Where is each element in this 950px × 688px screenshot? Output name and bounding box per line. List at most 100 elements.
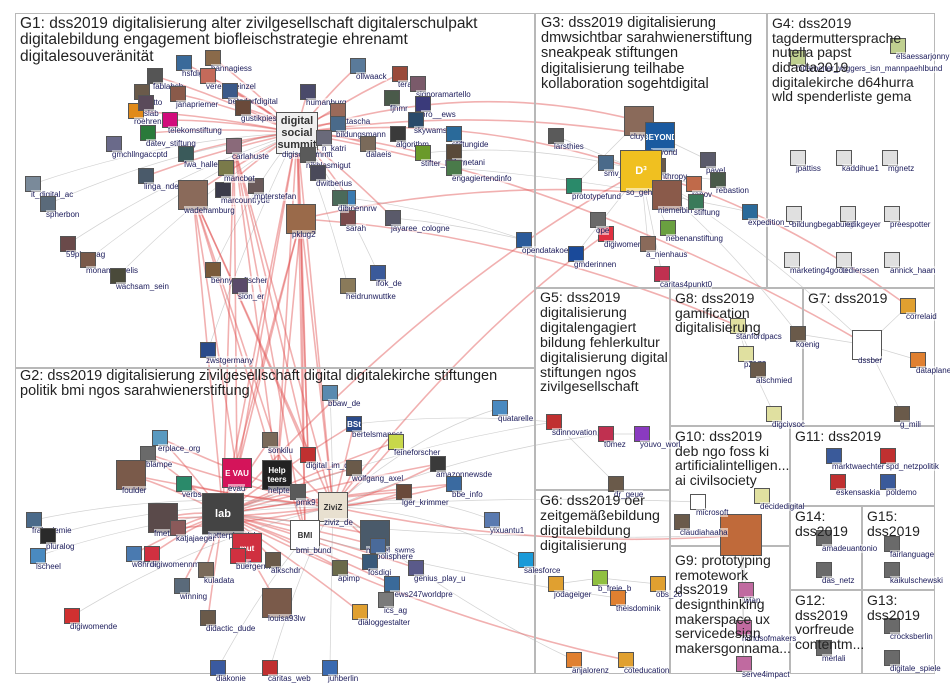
n_katri-label: n_katri [322, 144, 347, 153]
edge-ziviz_de-salesforce [332, 506, 527, 561]
edge-wadehamburg-digital_im_drk [192, 194, 309, 456]
fairlanguage-label: fairlanguage [890, 550, 935, 559]
youvo_worl-label: youvo_worl [640, 440, 681, 449]
edge-carlahuste-helpteers [233, 145, 278, 476]
alschmied-label: alschmied [756, 376, 793, 385]
group-title-g1: G1: dss2019 digitalisierung alter zivilg… [20, 15, 478, 65]
edge-ziviz_de-prototyping_person [332, 506, 742, 541]
louisa93lw-label: louisa93lw [268, 614, 306, 623]
fjhmr-label: fjhmr [390, 104, 408, 113]
anthropy-label: anthropy [656, 172, 688, 181]
winning-label: winning [180, 592, 208, 601]
amadeuantonio-label: amadeuantonio [822, 544, 878, 553]
decidedigital-label: decidedigital [760, 502, 805, 511]
sarah-label: sarah [346, 224, 367, 233]
beyond-label: beyond [651, 148, 678, 157]
edge-digisocsummit-bmi_bund [296, 132, 306, 536]
didactic_dude-label: didactic_dude [206, 624, 256, 633]
stifter_helfen-label: stifter_helfen [421, 159, 467, 168]
opendatakoeln-label: opendatakoeln [522, 246, 575, 255]
annick_haan-label: annick_haan [890, 266, 936, 275]
dataplanes-label: dataplanes [916, 366, 950, 375]
t0mez-label: t0mez [604, 440, 626, 449]
edge-ziviz_de-microsoft [332, 498, 699, 508]
larsthies-label: larsthies [554, 142, 584, 151]
spherbon-label: spherbon [46, 210, 80, 219]
alkschdr-label: alkschdr [271, 566, 301, 575]
fwa_halle-label: fwa_halle [184, 160, 218, 169]
preespotter-label: preespotter [890, 220, 931, 229]
bertelsmannst-label: bertelsmannst [352, 430, 403, 439]
edge-carlahuste-evau [233, 145, 238, 474]
pklug2-label: pklug2 [292, 230, 316, 239]
group-title-g8: G8: dss2019 gamification digitalisierung [675, 290, 761, 336]
group-title-g9: G9: prototyping remotework dss2019 desig… [675, 552, 791, 657]
edikgeyer-label: edikgeyer [846, 220, 881, 229]
dr_geue-label: dr_geue [614, 490, 644, 499]
news247worldpre-label: news247worldpre [390, 590, 453, 599]
dib-label: dib [338, 204, 349, 213]
edge-pklug2-digital_im_drk [300, 218, 309, 456]
group-title-g4: G4: dss2019 tagdermuttersprache nutella … [772, 15, 914, 105]
bmi_bund-label: bmi_bund [296, 546, 332, 555]
marktwaechter-label: marktwaechter [832, 462, 885, 471]
heidrunwuttke-label: heidrunwuttke [346, 292, 396, 301]
nikblasmigut-label: nikblasmigut [306, 161, 351, 170]
betzdorfdigital-label: betzdorfdigital [228, 97, 278, 106]
edge-digisocsummit-digital_im_drk [296, 132, 309, 456]
pmk9-label: pmk9 [296, 498, 316, 507]
gmderinnen-label: gmderinnen [574, 260, 617, 269]
signoramartello-label: signoramartello [416, 90, 471, 99]
kaddihue1-label: kaddihue1 [842, 164, 879, 173]
evau-label: evau [228, 484, 246, 493]
digiwomenb-label: digiwomenb [604, 240, 647, 249]
edge-opennrw-opendatakoeln [347, 197, 525, 241]
microsoft-label: microsoft [696, 508, 729, 517]
edge-digisocsummit-evau [236, 132, 298, 474]
tedierssen-label: tedierssen [842, 266, 879, 275]
group-title-g12: G12: dss2019 vorfreude contentm... [795, 592, 865, 653]
group-title-g15: G15: dss2019 [867, 508, 920, 539]
edge-digisocsummit-59plusmag [67, 132, 298, 245]
wachsam_sein-label: wachsam_sein [116, 282, 169, 291]
lger_krimmer-label: lger_krimmer [402, 498, 449, 507]
group-title-g14: G14: dss2019 [795, 508, 848, 539]
group-title-g10: G10: dss2019 deb ngo foss ki artificiali… [675, 428, 790, 489]
fosdigi-label: fosdigi [368, 568, 392, 577]
edge-ziviz_de-digiwomende [71, 506, 334, 617]
group-title-g5: G5: dss2019 digitalisierung digitalengag… [540, 290, 668, 396]
wolfgang_axel-label: wolfgang_axel [352, 474, 404, 483]
kattascha-label: kattascha [336, 117, 371, 126]
edge-digisocsummit-spherbon [47, 132, 298, 205]
edge-jayaree_cologne-opendatakoeln [392, 217, 525, 241]
group-title-g13: G13: dss2019 [867, 592, 920, 623]
expedition_d-label: expedition_d [748, 218, 794, 227]
digitale_spiele-label: digitale_spiele [890, 664, 941, 673]
mgnetz-label: mgnetz [888, 164, 915, 173]
group-title-g11: G11: dss2019 [795, 428, 882, 444]
edge-digisocsummit-ziviz_de [296, 132, 334, 508]
das_netz-label: das_netz [822, 576, 855, 585]
stanfordpacs-label: stanfordpacs [736, 332, 782, 341]
stiftung-label: stiftung [694, 208, 720, 217]
fmetz-label: fmetz [154, 529, 174, 538]
opennrw-label: opennrw [346, 204, 377, 213]
wadehamburg-avatar [178, 180, 208, 210]
edge-pklug2-evau [236, 218, 302, 474]
dwitberius-label: dwitberius [316, 179, 353, 188]
blampe-label: blampe [146, 460, 173, 469]
it_digital_ac-label: it_digital_ac [31, 190, 74, 199]
mancbot-label: mancbot [224, 174, 255, 183]
ifernetani-label: ifernetani [452, 158, 485, 167]
proews-label: pro__ews [421, 110, 456, 119]
bbe_info-label: bbe_info [452, 490, 483, 499]
edge-digisocsummit-helpteers [276, 132, 298, 476]
group-panel-g13 [862, 590, 935, 674]
bbaw_de-label: bbaw_de [328, 399, 361, 408]
katjajaeger-label: katjajaeger [176, 534, 216, 543]
juhberlin-label: juhberlin [328, 674, 359, 683]
edge-ziviz_de-katjajaeger [177, 506, 334, 529]
buergermut-label: buergermut [236, 562, 277, 571]
wiggers-label: mitarbeiter_wiggers_isn_mannpaehlbund [796, 64, 943, 73]
humanburg-label: humanburg [306, 98, 347, 107]
